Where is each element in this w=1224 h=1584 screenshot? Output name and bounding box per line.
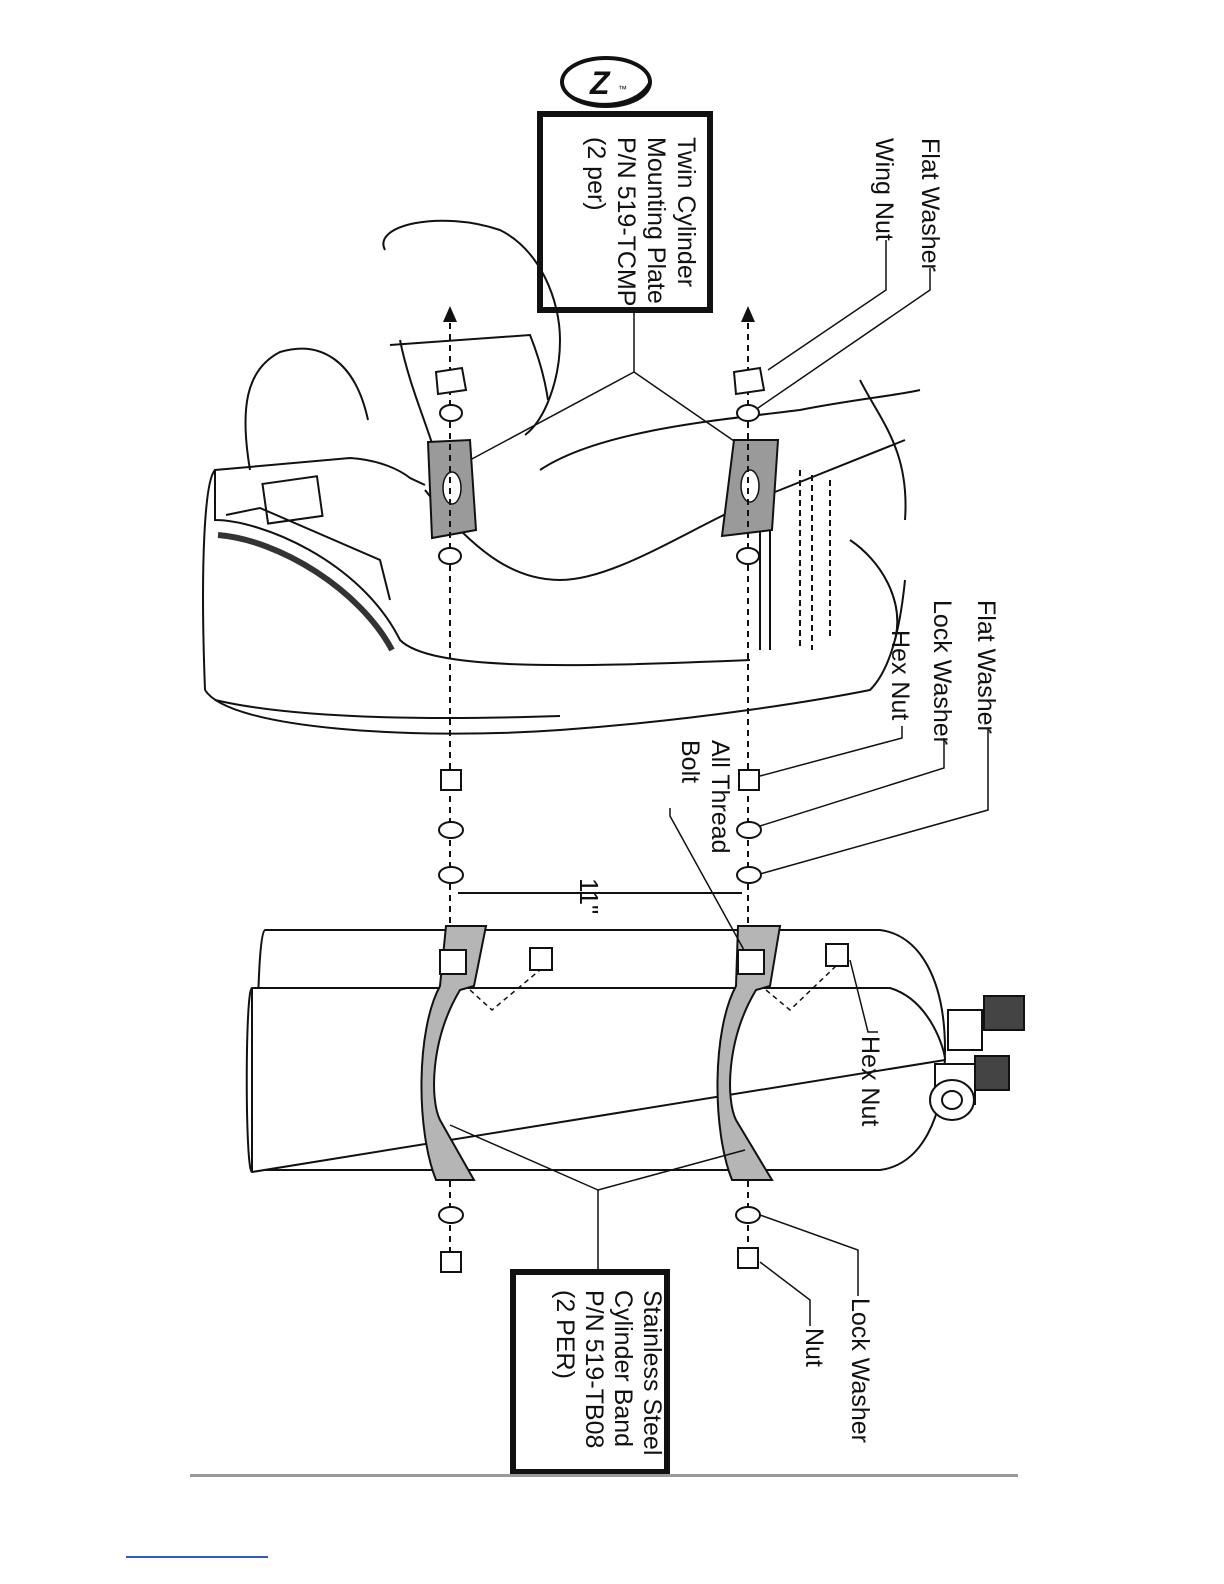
lock-washer-bottom-text: Lock Washer [846, 1298, 874, 1443]
mounting-plate-callout: Twin Cylinder Mounting Plate P/N 519-TCM… [470, 114, 750, 460]
cylinder-band-callout: Stainless Steel Cylinder Band P/N 519-TB… [450, 1125, 745, 1472]
flat-washer-top-text: Flat Washer [916, 138, 944, 272]
page-link-underline[interactable] [126, 1556, 268, 1558]
mounting-plate-line-2: Mounting Plate [642, 137, 670, 304]
wing-nut-text: Wing Nut [870, 138, 898, 241]
cylinder-band-line-4: (2 PER) [551, 1290, 579, 1379]
mounting-plate-line-3: P/N 519-TCMP [612, 137, 640, 306]
lock-washer-mid-text: Lock Washer [928, 600, 956, 745]
cylinder-band-line-3: P/N 519-TB08 [580, 1290, 608, 1448]
mounting-plate-upper [428, 440, 476, 538]
label-flat-washer-mid: Flat Washer [760, 600, 1000, 874]
hardware-stack-upper [439, 770, 463, 883]
label-hex-nut-mid: Hex Nut [760, 630, 914, 776]
hardware-stack-lower [737, 770, 761, 883]
nut-bottom-text: Nut [800, 1328, 828, 1367]
cylinder-band-line-2: Cylinder Band [609, 1290, 637, 1447]
all-thread-text: All Thread [706, 740, 734, 854]
hex-nut-mid-text: Hex Nut [886, 630, 914, 720]
washer-lower-under-plate [737, 548, 759, 564]
label-all-thread-bolt: All Thread Bolt [670, 740, 744, 950]
brand-logo: Z ™ [562, 58, 650, 106]
label-lock-washer-mid: Lock Washer [760, 600, 956, 826]
label-wing-nut: Wing Nut [768, 138, 898, 370]
logo-letter: Z [589, 65, 611, 101]
mounting-plate-line-1: Twin Cylinder [672, 137, 700, 287]
logo-tm: ™ [618, 84, 627, 94]
bolt-text: Bolt [676, 740, 704, 783]
label-nut-bottom: Nut [760, 1262, 828, 1367]
mounting-plate-lower [722, 440, 778, 536]
washer-upper-under-plate [439, 548, 461, 564]
hex-nut-lower-text: Hex Nut [856, 1036, 884, 1126]
footer-rule [190, 1474, 1018, 1477]
dimension-label: 11" [574, 878, 604, 914]
flat-washer-mid-text: Flat Washer [972, 600, 1000, 734]
cylinder-band-line-1: Stainless Steel [638, 1290, 666, 1455]
dimension-11in: 11" [458, 878, 742, 914]
label-flat-washer-top: Flat Washer [758, 138, 944, 408]
mounting-plate-line-4: (2 per) [582, 137, 610, 211]
